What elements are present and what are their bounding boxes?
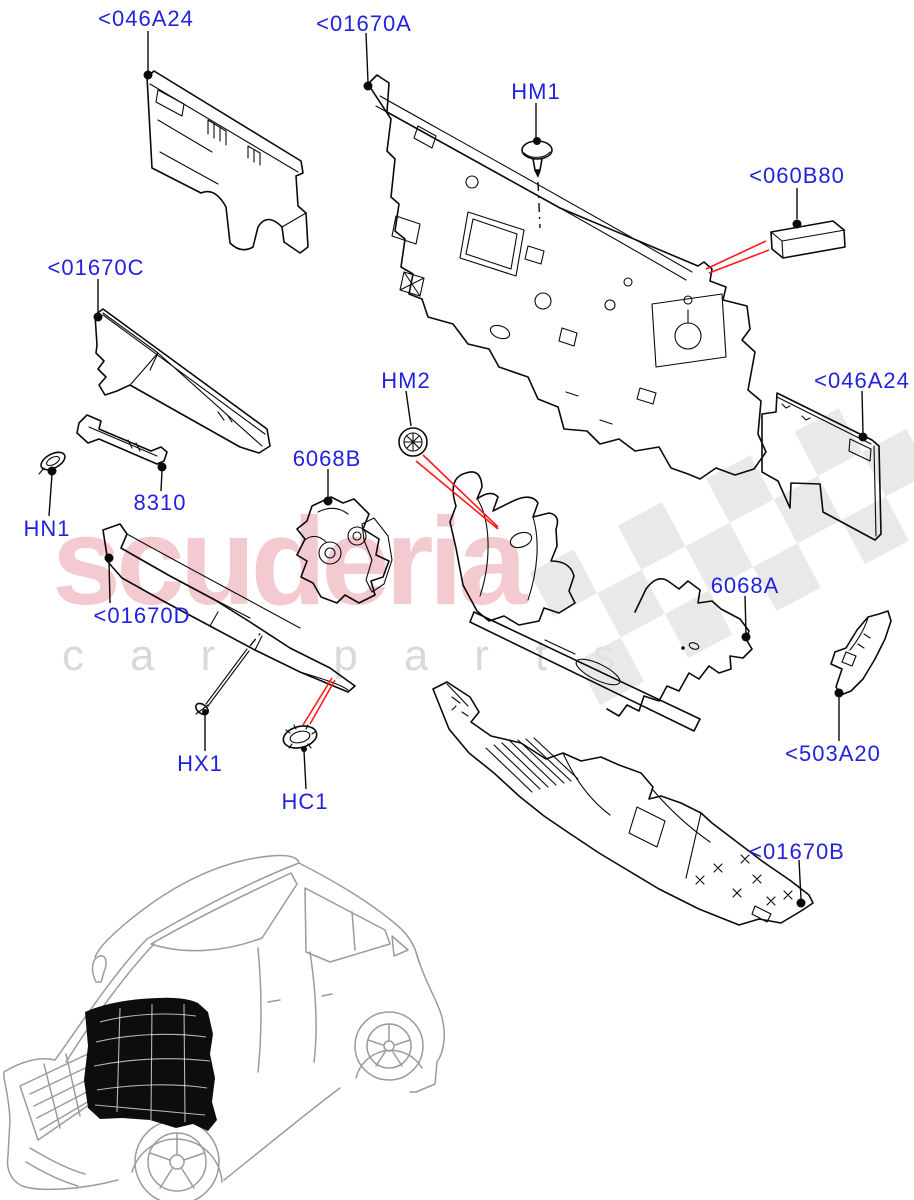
callout-hn1[interactable]: HN1 bbox=[23, 516, 71, 541]
callout-01670d[interactable]: <01670D bbox=[93, 603, 191, 628]
watermark-tagline: car parts bbox=[62, 631, 662, 680]
callout-6068b[interactable]: 6068B bbox=[292, 446, 362, 471]
callout-01670b[interactable]: <01670B bbox=[749, 839, 845, 864]
callout-8310[interactable]: 8310 bbox=[133, 490, 187, 515]
callout-hx1[interactable]: HX1 bbox=[177, 751, 223, 776]
callout-hm2[interactable]: HM2 bbox=[381, 368, 431, 393]
part-060b80-foam-block bbox=[770, 220, 846, 259]
leader-lines bbox=[47, 31, 868, 908]
callout-046a24-right[interactable]: <046A24 bbox=[814, 368, 910, 393]
part-hc1-grommet bbox=[282, 724, 318, 749]
callout-6068a[interactable]: 6068A bbox=[710, 573, 780, 598]
part-hm1-pin-fastener bbox=[521, 137, 553, 229]
part-hx1-pin bbox=[195, 630, 263, 716]
callout-01670a[interactable]: <01670A bbox=[316, 11, 412, 36]
part-hm2-grommet bbox=[398, 427, 428, 457]
callout-hc1[interactable]: HC1 bbox=[281, 789, 329, 814]
part-046a24-upper-left-panel bbox=[146, 70, 309, 254]
part-01670b-tunnel-insulator bbox=[432, 681, 814, 926]
part-01670d-sill-strip bbox=[102, 523, 356, 693]
callout-503a20[interactable]: <503A20 bbox=[785, 741, 881, 766]
part-01670a-dash-panel-insulator bbox=[367, 74, 767, 480]
part-6068b-heat-shield bbox=[296, 496, 393, 604]
red-pointer-lines bbox=[302, 240, 770, 726]
part-hn1-clip bbox=[38, 451, 66, 475]
vehicle-locator-illustration bbox=[3, 854, 445, 1200]
callout-01670c[interactable]: <01670C bbox=[47, 255, 145, 280]
callout-060b80[interactable]: <060B80 bbox=[749, 163, 845, 188]
watermark-brand: scuderia bbox=[52, 493, 527, 631]
callout-046a24-upper-left[interactable]: <046A24 bbox=[98, 6, 194, 31]
part-01670c-side-panel bbox=[94, 308, 271, 454]
part-8310-bracket bbox=[76, 414, 168, 465]
part-503a20-side-insulator bbox=[830, 610, 892, 696]
part-6068a-floor-insulator bbox=[449, 471, 753, 732]
part-046a24-right-panel bbox=[761, 392, 882, 541]
callout-hm1[interactable]: HM1 bbox=[511, 79, 561, 104]
